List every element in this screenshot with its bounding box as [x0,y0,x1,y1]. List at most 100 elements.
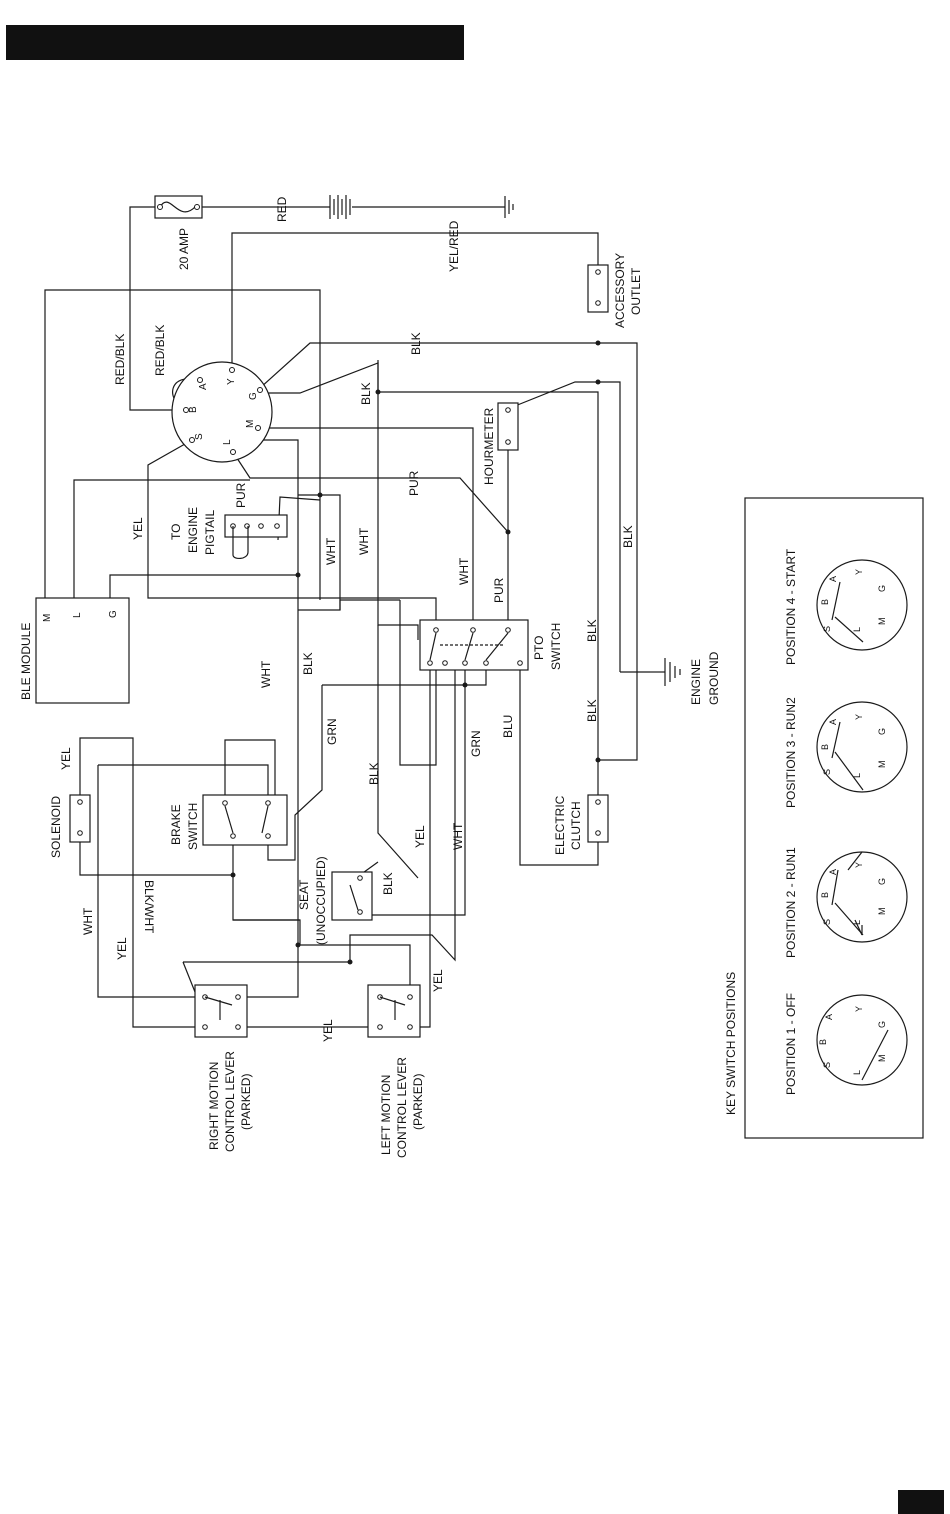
pigtail-label-2: ENGINE [186,507,200,553]
pos3-pin-l: L [852,773,862,778]
pos1-pin-l: L [852,1070,862,1075]
wire-label-pur-pto: PUR [492,577,506,603]
wire-label-wht-2: WHT [357,527,371,555]
key-positions-title: KEY SWITCH POSITIONS [724,972,738,1115]
seat-switch [331,871,373,921]
pos2-pin-l: L [852,920,862,925]
pto-label-2: SWITCH [549,623,563,670]
wire-labels: RED RED/BLK RED/BLK YEL/RED BLK BLK PUR … [59,196,635,1042]
clutch-label-1: ELECTRIC [553,795,567,855]
clutch-label-2: CLUTCH [569,801,583,850]
hourmeter [497,402,519,451]
wire-label-blk-seat: BLK [381,872,395,895]
wire-label-wht-mid: WHT [451,822,465,850]
wire-label-blk-mid: BLK [367,762,381,785]
pto-switch [419,619,529,671]
junction-dots [230,340,601,965]
ground-icon [504,196,514,218]
ble-module [35,597,130,704]
wire-label-grn-1: GRN [325,718,339,745]
key-position-3-label: POSITION 3 - RUN2 [784,697,798,808]
pos4-pin-y: Y [854,569,864,575]
right-lever-label-1: RIGHT MOTION [207,1062,221,1150]
wire-label-blk-hour: BLK [359,382,373,405]
wire-label-blk-pto: BLK [585,619,599,642]
pos1-pin-y: Y [854,1006,864,1012]
wire-label-blu: BLU [501,715,515,738]
pos4-pin-b: B [820,599,830,605]
right-motion-lever-switch [194,984,248,1038]
brake-switch [202,794,288,846]
wire-label-pur-hour: PUR [407,470,421,496]
key-position-1-label: POSITION 1 - OFF [784,993,798,1095]
pos2-pin-m: M [877,908,887,916]
key-pin-m: M [245,420,256,428]
page-number-tab [898,1490,944,1514]
wire-label-wht-left: WHT [81,907,95,935]
wire-label-yel-levers: YEL [431,969,445,992]
wire-label-blk-top: BLK [409,332,423,355]
key-position-1-diagram [816,994,908,1086]
brake-label-2: SWITCH [186,803,200,850]
pos1-pin-g: G [877,1021,887,1028]
ble-pin-l: L [72,612,83,618]
key-position-4-label: POSITION 4 - START [784,548,798,665]
wire-label-grn-2: GRN [469,730,483,757]
solenoid-label: SOLENOID [49,796,63,858]
hourmeter-label: HOURMETER [482,407,496,485]
pto-label-1: PTO [532,636,546,660]
seat-label-2: (UNOCCUPIED) [314,856,328,945]
brake-label-1: BRAKE [169,804,183,845]
engine-ground-icon [650,658,681,686]
solenoid [69,794,91,843]
key-position-2-label: POSITION 2 - RUN1 [784,847,798,958]
ble-module-title: BLE MODULE [19,623,33,700]
key-pin-a: A [198,383,209,390]
wire-label-red-blk-1: RED/BLK [113,334,127,385]
pigtail-label-1: TO [169,524,183,540]
pos4-pin-l: L [852,627,862,632]
pos1-pin-a: A [824,1014,834,1020]
fuse-label: 20 AMP [177,228,191,270]
pos3-pin-y: Y [854,714,864,720]
key-pin-g: G [248,392,259,400]
pos3-pin-b: B [820,744,830,750]
wire-label-blk-brake: BLK [301,652,315,675]
wire-label-yel-mid: YEL [413,825,427,848]
wire-label-blk-clutch: BLK [585,699,599,722]
key-pin-y: Y [226,378,237,385]
ble-pin-m: M [42,614,53,622]
accessory-label-2: OUTLET [629,267,643,315]
electric-clutch [587,794,609,843]
fuse [154,195,203,219]
key-pin-s: S [194,433,205,440]
wire-label-wht-1: WHT [324,537,338,565]
battery-icon [329,195,351,219]
pos1-pin-s: S [822,1062,832,1068]
pos1-pin-b: B [818,1039,828,1045]
key-pin-b: B [188,406,199,413]
header-bar [6,25,464,60]
wire-label-blk-wht: BLK/WHT [142,880,156,934]
key-switch [171,361,273,463]
pos4-pin-a: A [828,576,838,582]
right-lever-label-2: CONTROL LEVER [223,1051,237,1152]
left-motion-lever-switch [367,984,421,1038]
wire-label-blk-ground: BLK [621,525,635,548]
key-pin-l: L [222,439,233,445]
pos3-pin-a: A [828,719,838,725]
pos2-pin-s: S [822,919,832,925]
wire-label-red: RED [275,196,289,222]
accessory-label-1: ACCESSORY [613,253,627,328]
wire-label-wht-pto: WHT [457,557,471,585]
wire-label-yel-bottom: YEL [321,1019,335,1042]
pos2-pin-b: B [820,892,830,898]
key-position-4-diagram [816,559,908,651]
pos2-pin-a: A [828,869,838,875]
pos1-pin-m: M [877,1055,887,1063]
engine-ground-label-2: GROUND [707,651,721,705]
pos3-pin-g: G [877,728,887,735]
wire-label-pur-pigtail: PUR [234,482,248,508]
seat-label-1: SEAT [297,879,311,910]
